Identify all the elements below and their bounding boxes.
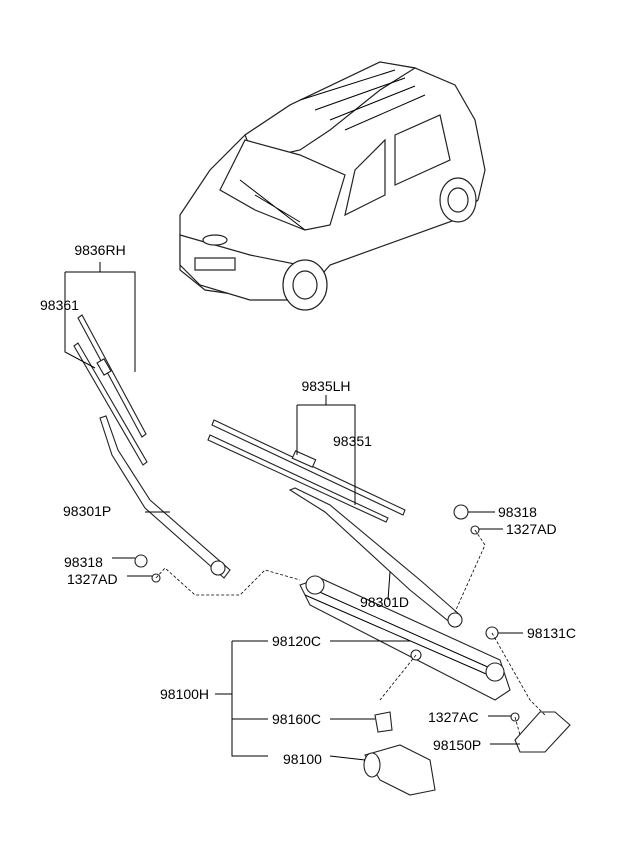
lh-wiper-blade-assembly: [207, 419, 406, 523]
label-motor-linkage-assy: 98100H: [160, 686, 209, 702]
label-blade-lh-assy: 9835LH: [301, 378, 350, 394]
lh-wiper-arm: [288, 487, 463, 628]
crank: [374, 711, 393, 733]
label-cap-rh: 98318: [64, 554, 103, 570]
label-crank: 98160C: [272, 711, 321, 727]
rh-wiper-arm: [99, 415, 231, 579]
label-linkage: 98120C: [272, 633, 321, 649]
wiper-linkage: [299, 575, 511, 701]
label-motor: 98100: [283, 751, 322, 767]
car-illustration: [179, 61, 486, 311]
label-blade-rh-refill: 98361: [40, 297, 79, 313]
bracket: [514, 711, 571, 753]
label-arm-lh: 98301D: [360, 594, 409, 610]
label-nut-lh: 1327AD: [506, 521, 557, 537]
rh-wiper-blade-assembly: [73, 314, 148, 466]
label-nut-motor: 1327AC: [428, 709, 479, 725]
label-nut-rh: 1327AD: [67, 571, 118, 587]
label-arm-rh: 98301P: [63, 503, 111, 519]
label-blade-lh-refill: 98351: [333, 433, 372, 449]
label-bushing: 98131C: [527, 625, 576, 641]
cap-lh: [453, 504, 469, 520]
label-blade-rh-assy: 9836RH: [74, 242, 125, 258]
cap-rh: [134, 554, 148, 568]
wiper-motor: [363, 744, 436, 796]
label-cap-lh: 98318: [498, 504, 537, 520]
label-bracket: 98150P: [433, 737, 481, 753]
